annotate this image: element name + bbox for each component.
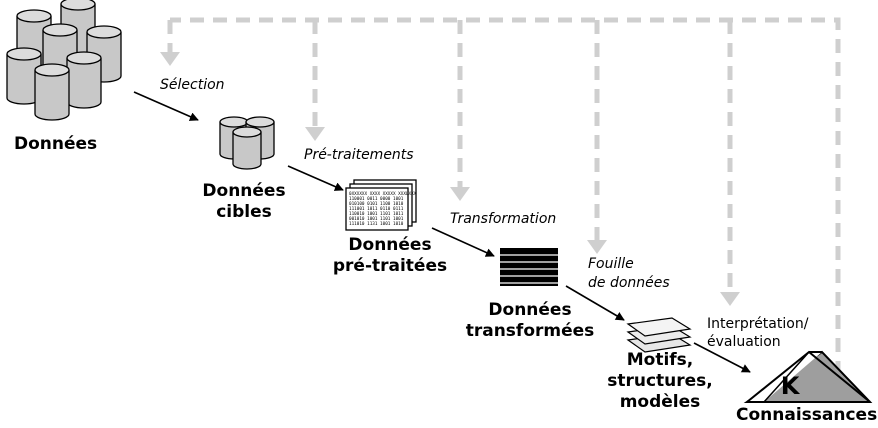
step-selection: Sélection [160, 77, 225, 93]
feedback-arrowhead [587, 240, 607, 254]
node-donnees-cibles: Données cibles [196, 181, 292, 223]
feedback-arrowhead [305, 127, 325, 141]
node-donnees-pretraitees-line1: Données [348, 235, 432, 255]
step-fouille: Fouille de données [588, 255, 670, 293]
step-transformation: Transformation [450, 211, 557, 227]
flow-arrows [133, 91, 751, 373]
knowledge-k-symbol: K [781, 372, 801, 400]
knowledge-icon: K [743, 350, 873, 403]
node-donnees-transformees-line2: transformées [465, 321, 595, 341]
node-donnees-transformees: Données transformées [460, 300, 600, 342]
feedback-arrowhead [720, 292, 740, 306]
binary-text-line: 111001 1011 0110 0111 [349, 206, 404, 212]
layers-icon [626, 317, 692, 353]
feedback-loop-line [170, 17, 841, 375]
node-motifs-line1: Motifs, [626, 350, 694, 370]
node-motifs-line2: structures, [607, 371, 713, 391]
node-donnees-pretraitees-line2: pré-traitées [332, 256, 448, 276]
arrow-pretraitements [287, 165, 344, 191]
step-interpretation-line1: Interprétation/ [707, 316, 809, 332]
node-donnees-transformees-line1: Données [488, 300, 572, 320]
database-icon [6, 0, 122, 121]
feedback-arrowheads [160, 52, 740, 306]
binary-text-line: 001010 1001 1101 1001 [349, 216, 404, 222]
binary-text-line: 0XXXXXX XXXX XXXXX XXXLXXX [349, 191, 417, 197]
arrow-transformation [431, 227, 495, 257]
node-motifs: Motifs, structures, modèles [600, 350, 720, 413]
arrow-fouille [565, 285, 625, 321]
feedback-arrowhead [450, 187, 470, 201]
target-data-icon [219, 116, 275, 170]
feedback-arrowhead [160, 52, 180, 66]
step-interpretation-line2: évaluation [707, 334, 781, 350]
node-motifs-line3: modèles [619, 392, 701, 412]
binary-text-line: 111010 1131 1001 1010 [349, 221, 404, 227]
node-donnees-cibles-line2: cibles [216, 202, 272, 222]
node-donnees: Données [14, 134, 98, 154]
feedback-loop [167, 17, 841, 375]
arrow-selection [133, 91, 199, 121]
step-fouille-line2: de données [588, 275, 670, 291]
transformed-data-icon [500, 248, 558, 286]
binary-text-line: 010100 0101 1100 1010 [349, 201, 404, 207]
step-fouille-line1: Fouille [588, 256, 634, 272]
binary-text-line: 110001 0011 0000 1001 [349, 196, 404, 202]
node-connaissances: Connaissances [736, 405, 878, 425]
node-donnees-cibles-line1: Données [202, 181, 286, 201]
binary-text-line: 110010 1001 1101 1011 [349, 211, 404, 217]
node-donnees-pretraitees: Données pré-traitées [330, 235, 450, 277]
arrow-interpretation [693, 342, 751, 373]
step-interpretation: Interprétation/ évaluation [707, 315, 808, 351]
step-pretraitements: Pré-traitements [304, 147, 414, 163]
